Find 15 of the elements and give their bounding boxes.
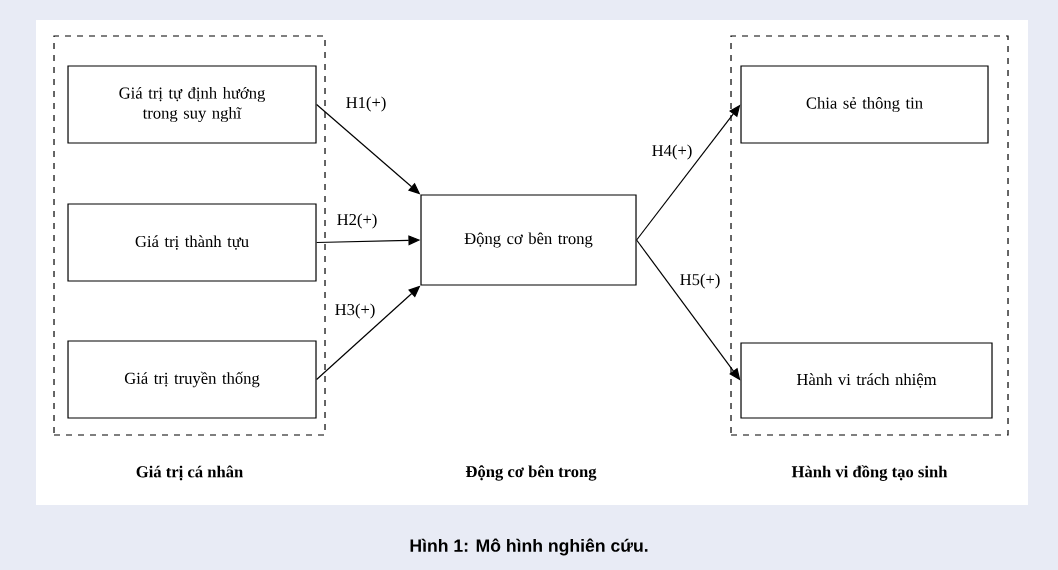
edge-label: H5(+) (677, 271, 723, 291)
group-heading: Giá trị cá nhân (136, 465, 243, 481)
process-box: Giá trị thành tựu (67, 203, 317, 282)
process-box: Hành vi trách nhiệm (740, 342, 993, 419)
figure-caption: Hình 1: Mô hình nghiên cứu. (410, 538, 648, 556)
process-box: Giá trị truyền thống (67, 340, 317, 419)
edge-label: H4(+) (649, 142, 695, 162)
process-box: Chia sẻ thông tin (740, 65, 989, 144)
process-box: Động cơ bên trong (420, 194, 637, 286)
process-box: Giá trị tự định hướng trong suy nghĩ (67, 65, 317, 144)
edge-label: H1(+) (343, 94, 389, 114)
column-heading: Động cơ bên trong (465, 465, 597, 481)
edge-label: H2(+) (334, 211, 380, 231)
edge-label: H3(+) (332, 301, 378, 321)
group-heading: Hành vi đồng tạo sinh (791, 465, 948, 481)
